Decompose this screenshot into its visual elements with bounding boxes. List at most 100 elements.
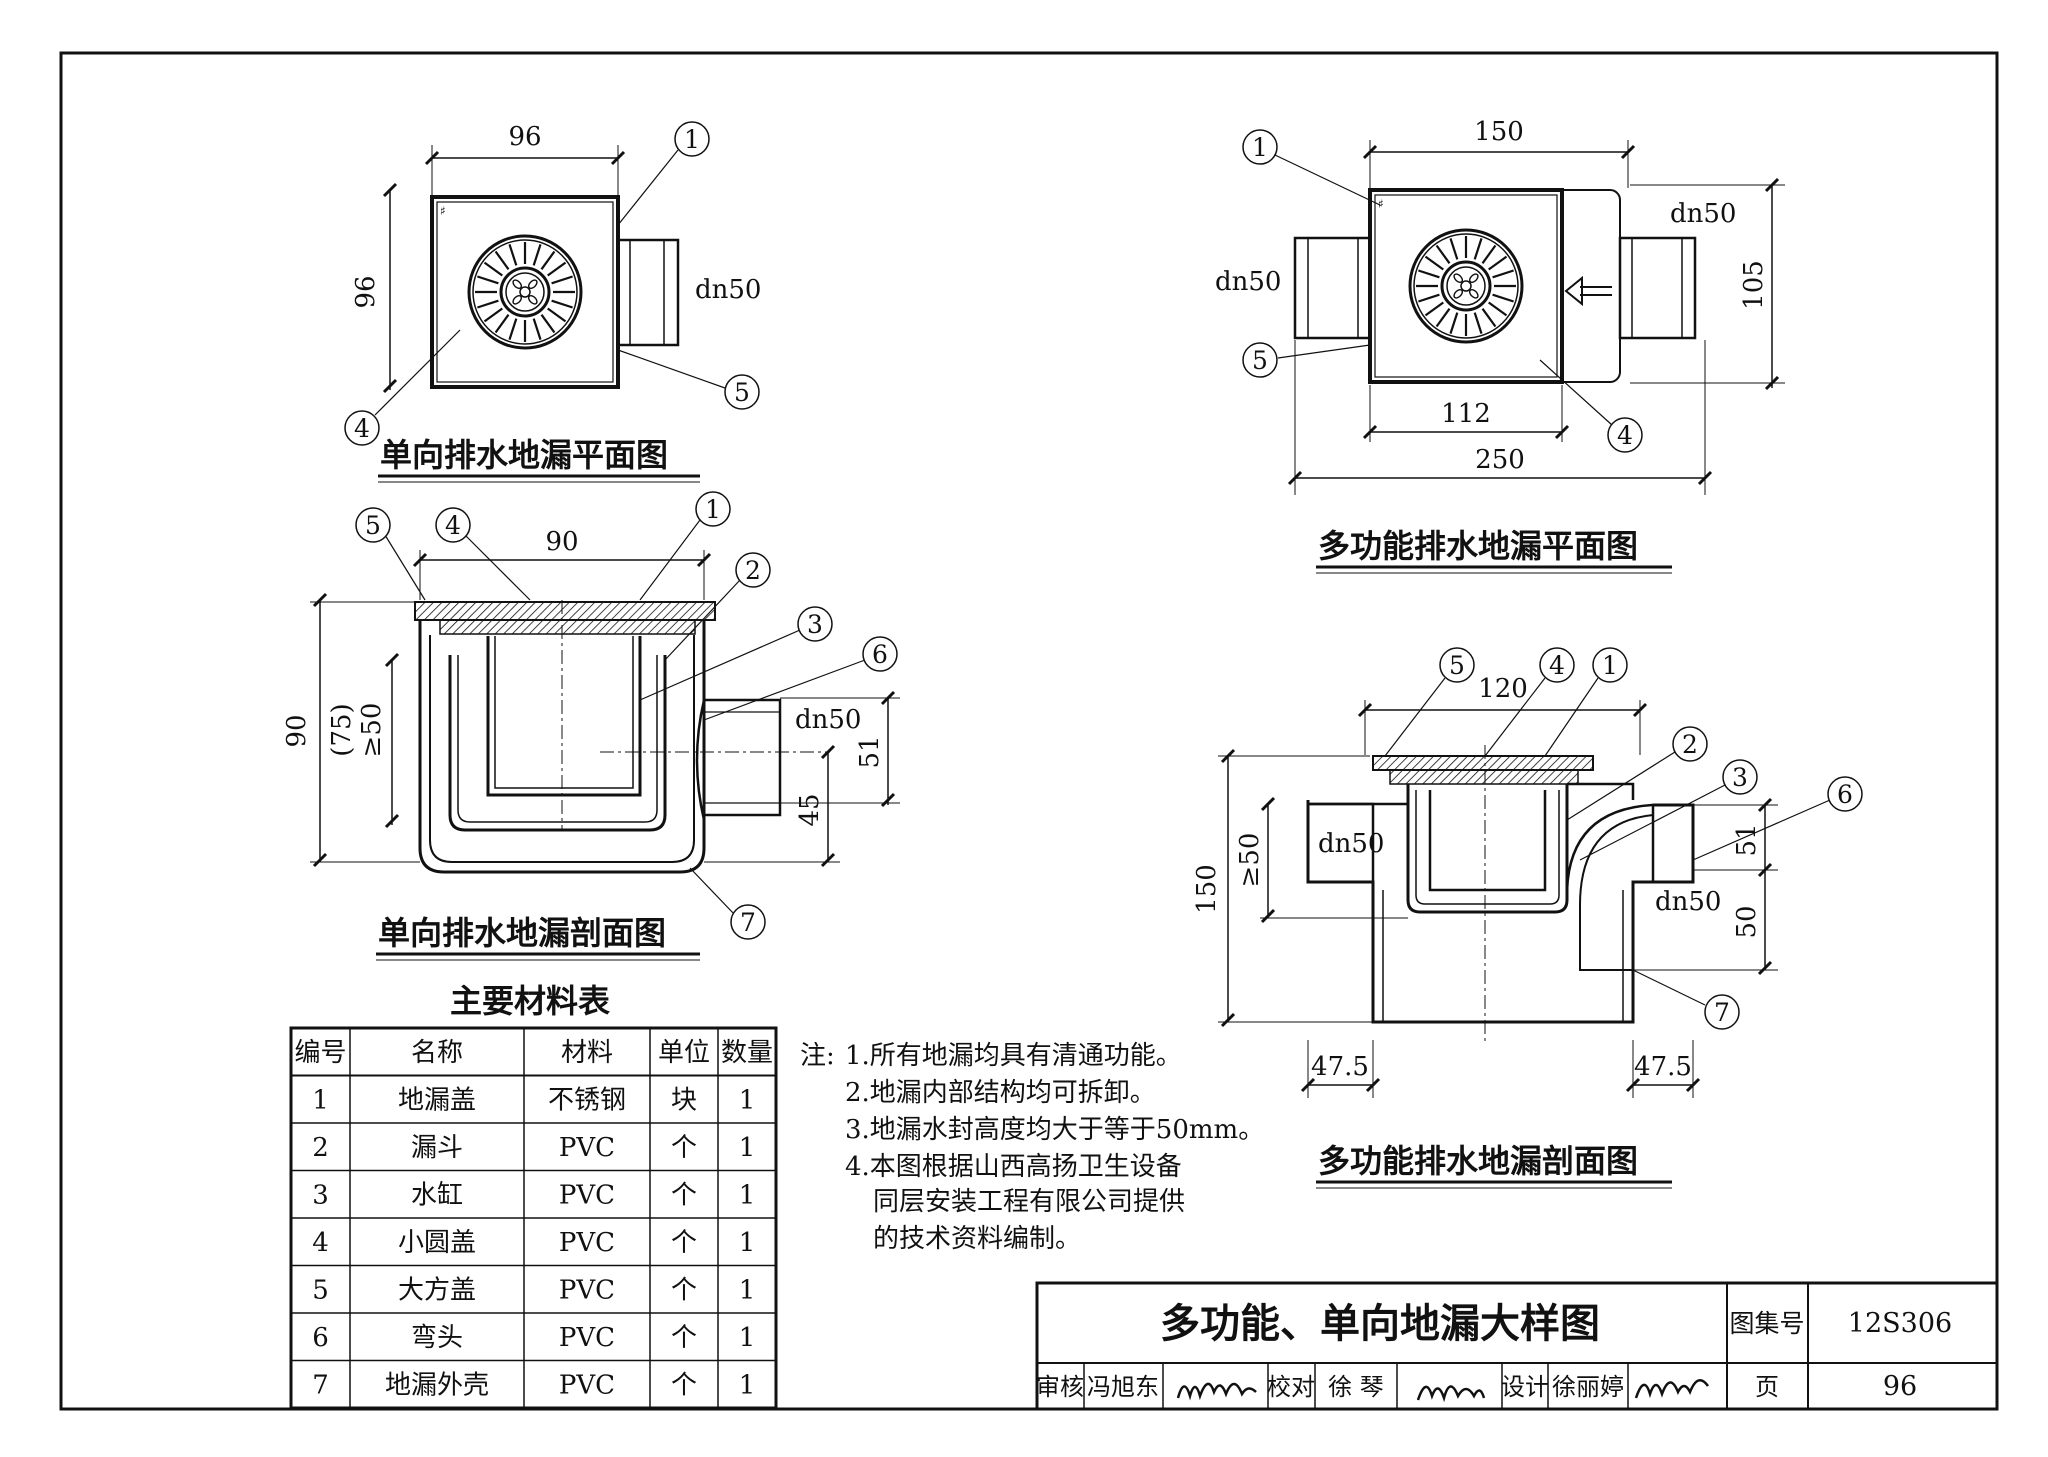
table-cell: 地漏外壳	[385, 1370, 489, 1400]
checker-name: 徐 琴	[1328, 1373, 1384, 1401]
multi-section-dim-top: 120	[1478, 674, 1528, 704]
single-section-callout-3: 3	[807, 610, 823, 639]
multi-section-callout-1: 1	[1602, 651, 1618, 680]
multi-plan-dim-total: 250	[1475, 445, 1525, 475]
check-label: 校对	[1267, 1373, 1315, 1401]
table-cell: 1	[739, 1323, 756, 1353]
single-section-callout-2: 2	[745, 556, 761, 585]
single-section-dim-width: 90	[545, 527, 578, 557]
table-cell: 1	[739, 1275, 756, 1305]
multi-plan-dim-top: 150	[1474, 117, 1524, 147]
multi-section-callout-7: 7	[1714, 998, 1730, 1027]
single-section-outlet-label: dn50	[795, 705, 861, 735]
grate-icon	[467, 234, 583, 350]
multi-section-callout-2: 2	[1682, 730, 1698, 759]
table-cell: 大方盖	[398, 1275, 476, 1305]
single-section-dim-seal-b: ≥50	[357, 703, 387, 758]
single-plan-callout-5: 5	[734, 378, 750, 407]
note-line-5: 同层安装工程有限公司提供	[873, 1187, 1185, 1217]
table-cell: 水缸	[411, 1180, 463, 1210]
table-header-cell: 编号	[294, 1038, 346, 1068]
multi-section-outlet-right: dn50	[1655, 887, 1721, 917]
reviewer-name: 冯旭东	[1087, 1373, 1159, 1401]
note-line-2: 2.地漏内部结构均可拆卸。	[845, 1078, 1156, 1108]
multi-plan-title: 多功能排水地漏平面图	[1318, 527, 1638, 565]
single-section-callout-5: 5	[365, 511, 381, 540]
multi-section-dim-right-offset: 47.5	[1634, 1052, 1692, 1082]
design-label: 设计	[1501, 1373, 1549, 1401]
multi-plan-callout-4: 4	[1617, 421, 1633, 450]
multi-section-inlet-left: dn50	[1318, 829, 1384, 859]
multi-plan-inlet-left: dn50	[1215, 267, 1281, 297]
multi-section-callout-4: 4	[1549, 651, 1565, 680]
multi-section-callout-6: 6	[1837, 780, 1853, 809]
multi-section-view: 120 150 ≥50 dn50 dn50 51 50 47.5 47.5	[1192, 647, 1863, 1189]
multi-section-callout-3: 3	[1732, 763, 1748, 792]
multi-section-title: 多功能排水地漏剖面图	[1318, 1142, 1638, 1180]
table-cell: 个	[671, 1275, 697, 1305]
table-cell: PVC	[559, 1323, 615, 1353]
single-section-callout-7: 7	[740, 908, 756, 937]
notes-block: 注: 1.所有地漏均具有清通功能。 2.地漏内部结构均可拆卸。 3.地漏水封高度…	[800, 1041, 1264, 1254]
table-cell: 地漏盖	[398, 1085, 476, 1115]
single-plan-view: ♯ 96 96 dn50 1 4 5 单向排水地漏平面图	[344, 121, 761, 483]
multi-section-callout-5: 5	[1449, 651, 1465, 680]
single-section-dim-45: 45	[795, 793, 825, 826]
table-cell: 3	[312, 1180, 329, 1210]
table-cell: 5	[312, 1275, 329, 1305]
page-number: 96	[1883, 1371, 1917, 1402]
multi-plan-view: ♯ 150 112 250	[1215, 117, 1785, 574]
table-cell: 1	[739, 1180, 756, 1210]
multi-section-dim-left-offset: 47.5	[1311, 1052, 1369, 1082]
multi-plan-outlet-right: dn50	[1670, 199, 1736, 229]
sheet-border	[59, 51, 1999, 1411]
atlas-label: 图集号	[1729, 1309, 1804, 1338]
table-cell: 小圆盖	[398, 1228, 476, 1258]
single-plan-callout-1: 1	[684, 125, 700, 154]
single-plan-callout-4: 4	[354, 414, 370, 443]
single-plan-outlet-label: dn50	[695, 275, 761, 305]
materials-title: 主要材料表	[450, 982, 610, 1020]
single-section-callout-6: 6	[872, 640, 888, 669]
single-section-callout-4: 4	[445, 511, 461, 540]
table-cell: PVC	[559, 1370, 615, 1400]
table-cell: 4	[312, 1228, 329, 1258]
designer-signature	[1634, 1379, 1710, 1399]
notes-prefix: 注:	[800, 1041, 835, 1071]
table-cell: 块	[671, 1085, 697, 1115]
table-cell: 个	[671, 1323, 697, 1353]
multi-section-dim-51: 51	[1732, 823, 1762, 856]
table-cell: 6	[312, 1323, 329, 1353]
single-section-title: 单向排水地漏剖面图	[378, 914, 666, 952]
table-header-cell: 材料	[561, 1038, 613, 1068]
table-cell: 7	[312, 1370, 329, 1400]
multi-plan-callout-1: 1	[1252, 133, 1268, 162]
note-line-3: 3.地漏水封高度均大于等于50mm。	[845, 1115, 1264, 1145]
table-cell: 2	[312, 1133, 329, 1163]
multi-section-dim-height: 150	[1192, 864, 1222, 914]
atlas-number: 12S306	[1848, 1308, 1952, 1339]
table-cell: 1	[739, 1370, 756, 1400]
table-cell: PVC	[559, 1180, 615, 1210]
multi-section-dim-seal: ≥50	[1235, 833, 1265, 888]
table-cell: 1	[312, 1085, 329, 1115]
note-line-1: 1.所有地漏均具有清通功能。	[845, 1041, 1182, 1071]
table-cell: PVC	[559, 1228, 615, 1258]
designer-name: 徐丽婷	[1552, 1373, 1624, 1401]
table-cell: PVC	[559, 1133, 615, 1163]
single-plan-title: 单向排水地漏平面图	[380, 436, 668, 474]
grate-icon	[1408, 228, 1524, 344]
single-section-view: 90 90 (75) ≥50 dn50 51 45 5 4 1	[282, 491, 900, 961]
multi-plan-callout-5: 5	[1252, 346, 1268, 375]
note-line-6: 的技术资料编制。	[873, 1224, 1081, 1254]
note-line-4: 4.本图根据山西高扬卫生设备	[845, 1152, 1182, 1182]
table-cell: 弯头	[411, 1323, 463, 1353]
table-cell: 个	[671, 1370, 697, 1400]
page-label: 页	[1755, 1373, 1779, 1401]
table-cell: 1	[739, 1228, 756, 1258]
table-cell: PVC	[559, 1275, 615, 1305]
multi-plan-dim-inner: 112	[1441, 399, 1491, 429]
single-section-dim-seal-a: (75)	[327, 703, 357, 756]
